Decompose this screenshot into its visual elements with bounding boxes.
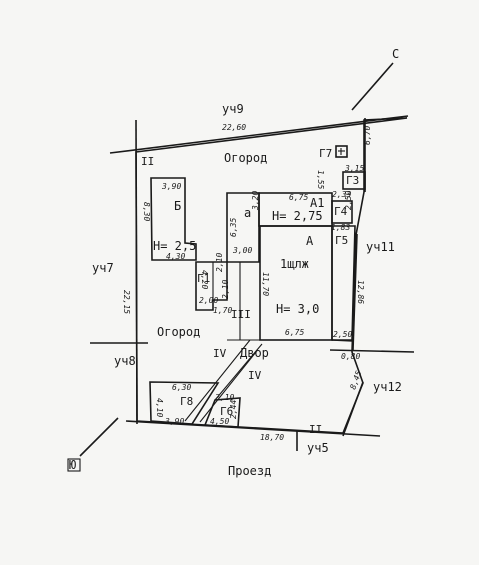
dim-g1-right: 2,10 — [215, 253, 224, 272]
dim-g6-top: 2,10 — [215, 393, 234, 402]
dim-b-left: 8,30 — [142, 202, 151, 221]
roman-iv-right: IV — [248, 369, 262, 382]
dim-left-boundary: 22,15 — [122, 290, 131, 314]
neighbor-bottom: уч5 — [307, 441, 329, 455]
garden-top-label: Огород — [224, 151, 267, 165]
dim-g1-left: 4,20 — [200, 270, 209, 289]
shed-g8 — [149, 381, 220, 425]
neighbor-left: уч7 — [92, 261, 114, 275]
neighbor-top: уч9 — [222, 102, 244, 116]
shed-g5 — [331, 225, 356, 341]
building-b — [150, 177, 197, 261]
building-a1-height: Н= 2,75 — [272, 209, 323, 223]
dim-g7-side: 1,55 — [316, 170, 325, 189]
bottom-boundary-line — [125, 420, 381, 437]
dim-g4-side: 2,50 — [344, 191, 353, 210]
street-label: Проезд — [228, 464, 271, 478]
shed-g4 — [331, 200, 353, 224]
north-label: С — [392, 47, 399, 61]
neighbor-left-bottom: уч8 — [114, 354, 136, 368]
dim-right-mid: 12,86 — [356, 280, 365, 304]
dim-top-boundary: 22,60 — [222, 123, 246, 132]
dim-b-top: 3,90 — [161, 182, 181, 191]
neighbor-right: уч11 — [366, 240, 395, 254]
building-a1-letter: А1 — [310, 196, 324, 210]
building-a-floors: 1щлж — [280, 257, 309, 271]
dim-a-right-bottom: 2,50 — [333, 330, 352, 339]
dim-g8-left: 4,10 — [155, 398, 164, 417]
south-arrow — [79, 417, 119, 457]
shed-g1-label: Г1 — [197, 272, 210, 285]
dim-g3-top: 3,15 — [344, 164, 364, 173]
yard-label: Двор — [240, 346, 269, 360]
dim-g1b-side: 2,10 — [221, 280, 230, 299]
dim-small-a-bottom: 3,00 — [232, 246, 252, 255]
left-boundary-line — [135, 119, 138, 425]
building-b-letter: Б — [174, 199, 181, 213]
dim-g8-bottom: 3,90 — [164, 417, 184, 426]
building-a-height: Н= 3,0 — [276, 302, 319, 316]
roman-iii: III — [231, 308, 251, 321]
roman-ii-bottom: II — [309, 423, 322, 436]
dim-small-a-side: 6,35 — [229, 218, 238, 237]
north-arrow — [351, 62, 394, 111]
top-boundary-line — [109, 115, 409, 154]
shed-g7-box — [335, 145, 348, 158]
dim-right-corner: 0,80 — [341, 352, 360, 361]
dim-g6-bottom: 4,50 — [210, 417, 229, 426]
roman-ii-top: II — [141, 155, 154, 168]
shed-g3 — [342, 171, 366, 190]
yard-path-2 — [199, 351, 257, 423]
dim-bottom-boundary: 18,70 — [260, 433, 284, 442]
dim-a-bottom: 6,75 — [285, 328, 304, 337]
shed-g6-label: Г6 — [220, 405, 233, 418]
right-middle-line — [352, 233, 358, 351]
shed-g7-label: Г7 — [319, 147, 332, 160]
south-box — [67, 458, 81, 472]
dim-a1-left: 3,20 — [251, 191, 260, 211]
shed-g8-label: Г8 — [180, 395, 193, 408]
dim-g8-top: 6,30 — [172, 383, 191, 392]
dim-a1-top: 6,75 — [289, 193, 308, 202]
dim-g1-bottom: 2,00 — [199, 296, 218, 305]
shed-g5-label: Г5 — [335, 234, 348, 247]
dim-g6-side: 2,44 — [229, 400, 238, 419]
building-b-height: Н= 2,5 — [153, 239, 196, 253]
building-a-letter: А — [306, 234, 314, 248]
dim-g1b-bottom: 1,70 — [213, 306, 232, 315]
shed-g6 — [203, 397, 241, 428]
dim-right-top: 6,70 — [363, 126, 372, 145]
dim-b-bottom: 4,30 — [166, 252, 185, 261]
dim-a-left: 11,70 — [261, 272, 270, 296]
dim-g4-top: 2,33 — [332, 190, 351, 199]
garden-left-label: Огород — [157, 325, 200, 339]
roman-iv-left: IV — [213, 347, 227, 360]
neighbor-divider-right — [329, 349, 415, 353]
south-label: Ю — [69, 458, 76, 472]
annex-a — [226, 192, 260, 263]
yard-path-1 — [184, 339, 251, 422]
a-right-bottom — [331, 339, 354, 342]
annex-a-letter: а — [244, 206, 251, 220]
shed-g4-label: Г4 — [334, 205, 348, 218]
yard-path-3 — [214, 343, 263, 401]
neighbor-right-bottom: уч12 — [373, 380, 402, 394]
right-lower-line — [342, 381, 364, 437]
shed-g3-label: Г3 — [346, 174, 359, 187]
dim-g5-top: 1,83 — [331, 223, 350, 232]
